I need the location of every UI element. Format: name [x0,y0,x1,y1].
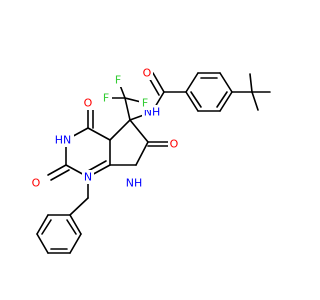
bond [129,119,149,143]
bond [87,127,111,141]
n3-hn-label: HN [55,134,72,147]
c4-carbonyl-oxygen-label: O [84,97,93,110]
bond [251,91,259,111]
bond [109,119,131,141]
bond [36,233,49,254]
c6-carbonyl-oxygen-label: O [170,138,179,151]
bond [41,219,52,235]
bond [185,91,199,112]
fluorine-label-1: F [115,74,121,87]
bond [219,72,233,93]
atom-label-layer: O NH F F F O HN O N O NH [30,66,180,190]
bond [152,72,165,93]
bond [87,160,107,172]
bond [249,73,253,93]
bond [69,233,82,254]
c2-carbonyl-oxygen-label: O [32,177,41,190]
bond [47,164,67,176]
amide-oxygen-label: O [143,67,152,80]
bond [66,219,77,235]
bond [135,141,149,166]
bond [216,91,228,108]
n7-nh-label: NH [126,177,143,190]
bond [69,197,89,216]
molecule-structure-diagram: O NH F F F O HN O N O NH [30,66,271,254]
n1-label: N [84,171,92,184]
bond [219,91,233,112]
bond-layer [36,72,271,254]
fluorine-label-2: F [103,92,109,105]
bond [69,214,82,235]
bond [36,214,49,235]
bond [50,169,70,181]
bond [185,72,199,93]
bond [124,97,131,121]
fluorine-label-3: F [142,97,148,110]
bond [190,91,202,108]
